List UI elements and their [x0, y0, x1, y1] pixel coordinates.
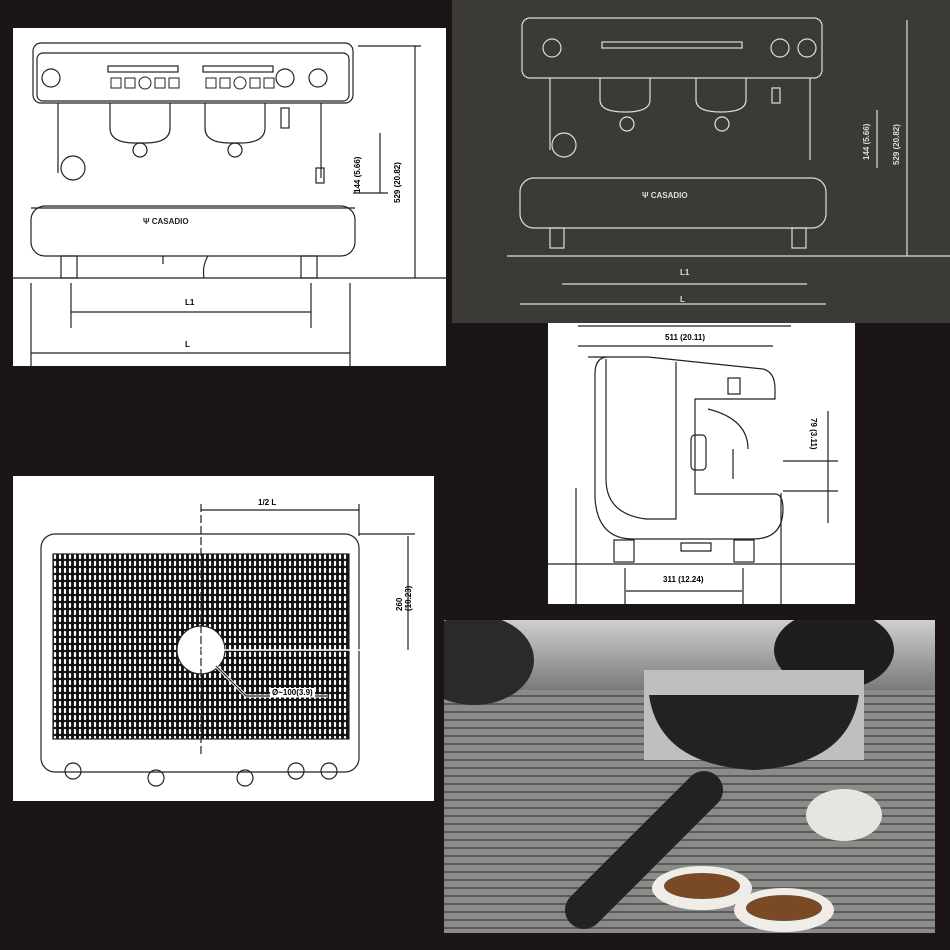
- side-view-drawing: 511 (20.11) 311 (12.24) 79 (3.11): [548, 323, 855, 604]
- depth-label: 511 (20.11): [665, 333, 706, 342]
- depth-label: 260 (10.23): [395, 585, 413, 611]
- l1-label: L1: [185, 298, 195, 307]
- drain-hole-label: Ø~100(3.9): [270, 688, 315, 697]
- cup-clearance-label: 79 (3.11): [809, 418, 818, 450]
- espresso-extraction-photo: [444, 620, 935, 933]
- front-view-dark-drawing: Ψ CASADIO 144 (5.66) 529 (20.82) L1 L: [452, 0, 950, 323]
- feet-spacing-label: 311 (12.24): [663, 575, 704, 584]
- l1-label: L1: [680, 268, 690, 277]
- total-height-label: 529 (20.82): [892, 124, 901, 165]
- l-label: L: [680, 295, 685, 304]
- l-label: L: [185, 340, 190, 349]
- top-view-drawing: 1/2 L 260 (10.23) Ø~100(3.9): [13, 476, 434, 801]
- half-length-label: 1/2 L: [258, 498, 277, 507]
- total-height-label: 529 (20.82): [393, 162, 402, 203]
- group-height-label: 144 (5.66): [353, 156, 362, 193]
- group-height-label: 144 (5.66): [862, 123, 871, 160]
- front-view-drawing: Ψ CASADIO 144 (5.66) 529 (20.82) L1 L: [13, 28, 446, 366]
- brand-logo: Ψ CASADIO: [642, 191, 688, 200]
- brand-logo: Ψ CASADIO: [143, 217, 189, 226]
